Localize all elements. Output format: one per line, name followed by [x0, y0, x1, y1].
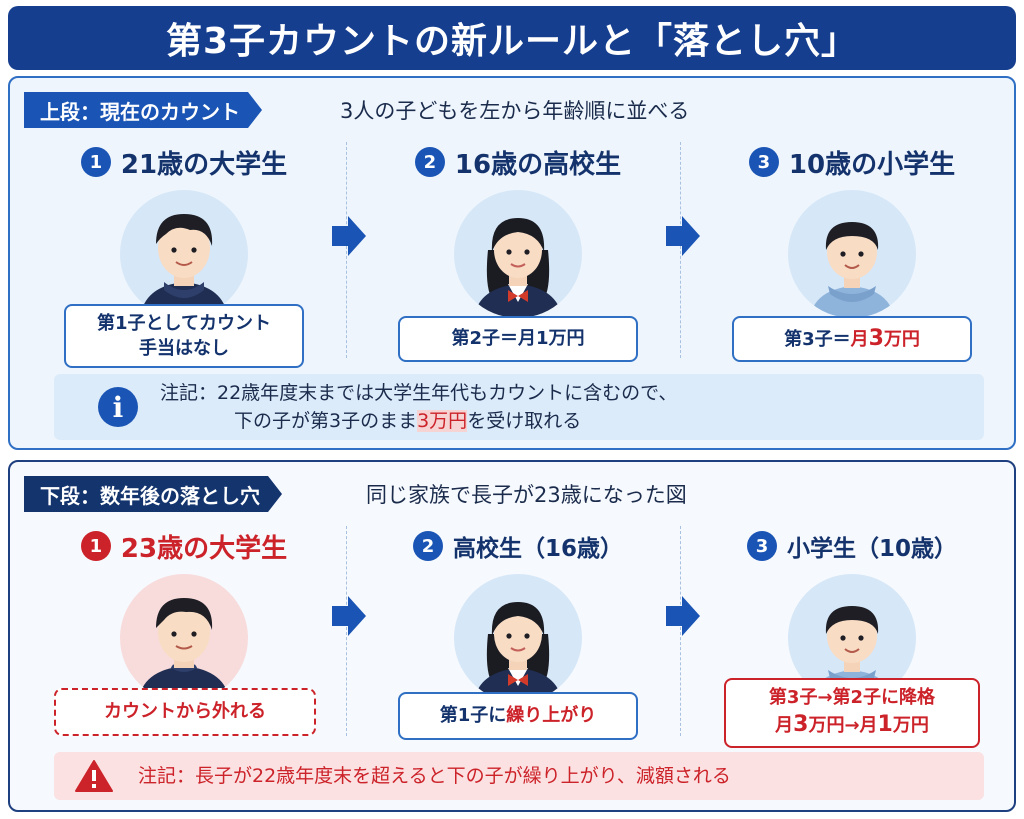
child-hoodie-icon	[788, 190, 916, 318]
girl-uniform-icon	[454, 190, 582, 318]
demoted-label-box: 第3子→第2子に降格 月3万円→月1万円	[724, 678, 980, 748]
section-tag-future: 下段：数年後の落とし穴	[24, 476, 282, 512]
arrow-right-icon	[332, 596, 366, 636]
arrow-right-icon	[666, 216, 700, 256]
child-label: 16歳の高校生	[454, 149, 622, 180]
box-line: 第3子→第2子に降格	[768, 687, 936, 708]
number-badge: 1	[80, 531, 111, 561]
child-label: 10歳の小学生	[788, 149, 956, 180]
child-heading: 1 23歳の大学生	[34, 528, 334, 564]
future-pitfall-panel: 下段：数年後の落とし穴 同じ家族で長子が23歳になった図 1 23歳の大学生 カ…	[8, 460, 1016, 812]
promoted-label-box: 第1子に繰り上がり	[398, 692, 638, 740]
column-divider	[680, 526, 681, 736]
box-line: 第2子＝月1万円	[451, 328, 585, 350]
warning-note: 注記：長子が22歳年度末を超えると下の子が繰り上がり、減額される	[54, 752, 984, 800]
child-label: 23歳の大学生	[120, 533, 288, 564]
section-description-current: 3人の子どもを左から年齢順に並べる	[340, 99, 690, 123]
warning-icon	[75, 760, 113, 792]
child-heading: 1 21歳の大学生	[34, 144, 334, 180]
child-label: 21歳の大学生	[120, 149, 288, 180]
info-note: i 注記：22歳年度末までは大学生年代もカウントに含むので、 下の子が第3子のま…	[54, 374, 984, 440]
child-heading: 3 10歳の小学生	[702, 144, 1002, 180]
current-count-panel: 上段：現在のカウント 3人の子どもを左から年齢順に並べる 1 21歳の大学生 第…	[8, 76, 1016, 450]
count-label-box: 第3子＝月3万円	[732, 316, 972, 362]
section-description-future: 同じ家族で長子が23歳になった図	[366, 483, 687, 507]
count-label-box: 第1子としてカウント 手当はなし	[64, 304, 304, 368]
excluded-label-box: カウントから外れる	[54, 688, 316, 736]
column-divider	[346, 142, 347, 358]
young-man-icon	[120, 574, 248, 702]
info-icon: i	[98, 387, 138, 427]
number-badge: 2	[414, 147, 445, 177]
arrow-right-icon	[666, 596, 700, 636]
number-badge: 3	[746, 531, 777, 561]
number-badge: 3	[748, 147, 779, 177]
boy-hoodie-icon	[120, 190, 248, 318]
girl-uniform-icon	[454, 574, 582, 702]
page-title: 第3子カウントの新ルールと「落とし穴」	[8, 6, 1016, 70]
box-line: 第1子に繰り上がり	[439, 705, 597, 727]
arrow-right-icon	[332, 216, 366, 256]
child-heading: 2 16歳の高校生	[368, 144, 668, 180]
box-line: 第1子としてカウント	[97, 312, 271, 334]
info-note-text: 注記：22歳年度末までは大学生年代もカウントに含むので、 下の子が第3子のまま3…	[160, 381, 678, 432]
child-label: 小学生（10歳）	[786, 536, 957, 562]
child-heading: 3 小学生（10歳）	[702, 528, 1002, 564]
number-badge: 2	[412, 531, 443, 561]
number-badge: 1	[80, 147, 111, 177]
child-heading: 2 高校生（16歳）	[368, 528, 668, 564]
count-label-box: 第2子＝月1万円	[398, 316, 638, 362]
box-line: 月3万円→月1万円	[775, 712, 929, 738]
section-tag-current: 上段：現在のカウント	[24, 92, 262, 128]
warning-note-text: 注記：長子が22歳年度末を超えると下の子が繰り上がり、減額される	[138, 764, 731, 787]
box-line: 第3子＝月3万円	[784, 325, 920, 351]
box-line: カウントから外れる	[104, 701, 266, 723]
box-line: 手当はなし	[139, 338, 229, 359]
column-divider	[680, 142, 681, 358]
column-divider	[346, 526, 347, 736]
child-label: 高校生（16歳）	[452, 536, 623, 562]
